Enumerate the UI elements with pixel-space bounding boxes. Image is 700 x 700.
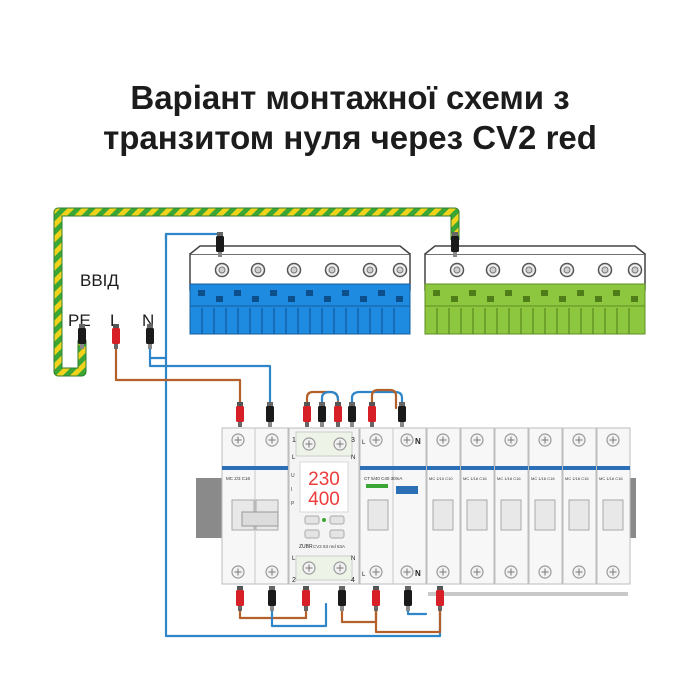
rcd-l-top: L (362, 440, 366, 446)
rcd-label: CT 5/40 C40 30mA (364, 476, 402, 481)
plug-black-icon (146, 324, 154, 349)
plug-red-icon (372, 586, 380, 611)
mcb-3: MC 1/16 C16 (494, 427, 529, 585)
mcb-4: MC 1/16 C16 (528, 427, 563, 585)
input-label: ВВІД (80, 271, 119, 290)
plug-black-icon (404, 586, 412, 611)
top-device-plugs (236, 402, 406, 427)
relay-button-menu[interactable] (304, 529, 320, 539)
mcb-1-label: MC 1/10 C10 (429, 476, 453, 481)
plug-black-icon (268, 586, 276, 611)
mcb-3-label: MC 1/16 C16 (497, 476, 521, 481)
relay-voltage-display: 230 (308, 469, 340, 490)
relay-term-1: 1 (292, 437, 296, 444)
relay-u-label: U (291, 473, 295, 479)
diagram-title: Варіант монтажної схеми з транзитом нуля… (0, 78, 700, 158)
relay-term-2: 2 (292, 577, 296, 584)
pe-wire (53, 207, 460, 377)
rcd-device: CT 5/40 C40 30mA L N L N (359, 427, 427, 585)
main-breaker-label: MC 2/3 C16 (226, 476, 251, 481)
rcd-n-top: N (415, 437, 421, 446)
relay-term-4: 4 (351, 577, 355, 584)
relay-side-n-bottom: N (351, 556, 355, 562)
pe-bus-bar (424, 245, 646, 335)
relay-side-n-top: N (351, 455, 355, 461)
relay-i-label: I (291, 487, 292, 493)
mcb-5: MC 1/16 C16 (562, 427, 597, 585)
main-breaker: MC 2/3 C16 (221, 427, 289, 585)
terminal-pe-label: PE (68, 311, 91, 330)
rcd-n-bottom: N (415, 569, 421, 578)
relay-status-led (322, 518, 326, 522)
mcb-2: MC 1/16 C16 (460, 427, 495, 585)
relay-rating: 63A (337, 544, 345, 549)
mcb-6-label: MC 1/16 C16 (599, 476, 623, 481)
plug-red-icon (334, 402, 342, 427)
title-line-2: транзитом нуля через CV2 red (103, 119, 597, 156)
relay-button-enter[interactable] (329, 529, 345, 539)
relay-side-l-bottom: L (292, 556, 296, 562)
neutral-bus-bar (189, 245, 411, 335)
wires (114, 232, 442, 638)
bottom-device-plugs (236, 586, 444, 611)
plug-red-icon (112, 324, 120, 349)
rcd-l-bottom: L (362, 572, 366, 578)
plug-red-icon (368, 402, 376, 427)
plug-red-icon (236, 586, 244, 611)
cv2-red-relay: 1 3 L N 230 400 U I P ZUBR CV2 63 red 63… (288, 427, 360, 585)
plug-red-icon (303, 402, 311, 427)
relay-side-l-top: L (292, 455, 296, 461)
relay-current-display: 400 (308, 489, 340, 510)
mcb-6: MC 1/16 C16 (596, 427, 631, 585)
mcb-4-label: MC 1/16 C16 (531, 476, 555, 481)
mcb-2-label: MC 1/16 C16 (463, 476, 487, 481)
plug-black-icon (398, 402, 406, 427)
relay-brand: ZUBR (299, 544, 313, 550)
title-line-1: Варіант монтажної схеми з (130, 79, 570, 116)
relay-model: CV2 63 red (313, 544, 336, 549)
plug-black-icon (348, 402, 356, 427)
plug-red-icon (302, 586, 310, 611)
plug-red-icon (236, 402, 244, 427)
plug-black-icon (318, 402, 326, 427)
plug-black-icon (266, 402, 274, 427)
comb-busbar (428, 592, 628, 596)
relay-button-minus[interactable] (304, 515, 320, 525)
plug-red-icon (436, 586, 444, 611)
mcb-5-label: MC 1/16 C16 (565, 476, 589, 481)
relay-p-label: P (291, 501, 295, 507)
terminal-l-label: L (110, 311, 119, 330)
relay-button-plus[interactable] (329, 515, 345, 525)
relay-term-3: 3 (351, 437, 355, 444)
group-breakers: MC 1/10 C10 MC 1/16 C16 MC 1/16 C16 MC 1… (426, 427, 631, 596)
mcb-1: MC 1/10 C10 (426, 427, 461, 585)
plug-black-icon (338, 586, 346, 611)
